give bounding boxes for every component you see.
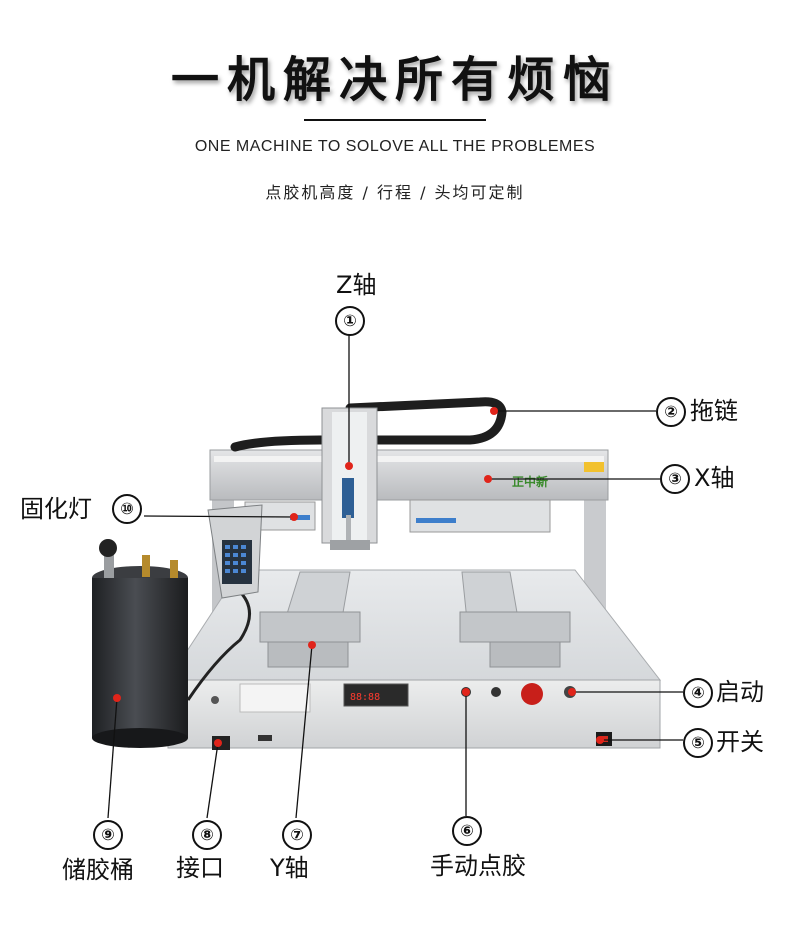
callout-curing-lamp-label: 固化灯	[20, 495, 92, 523]
callout-number-2: ②	[656, 397, 686, 427]
callout-number-7: ⑦	[282, 820, 312, 850]
callout-z-axis-label: Z轴	[336, 271, 377, 299]
page-title: 一机解决所有烦恼	[170, 52, 619, 108]
callout-number-1: ①	[335, 306, 365, 336]
callout-number-6: ⑥	[452, 816, 482, 846]
drag-chain	[230, 397, 507, 452]
gantry-frame: 正中新	[209, 449, 609, 620]
callout-number-5: ⑤	[683, 728, 713, 758]
subtitle-chinese: 点胶机高度 / 行程 / 头均可定制	[265, 183, 525, 202]
glue-tank	[92, 539, 188, 748]
callout-drag-chain-label: 拖链	[690, 397, 738, 425]
callout-number-9: ⑨	[93, 820, 123, 850]
callout-number-4: ④	[683, 678, 713, 708]
callout-switch-label: 开关	[716, 728, 764, 756]
title-underline	[304, 119, 486, 121]
subtitle-english: ONE MACHINE TO SOLOVE ALL THE PROBLEMES	[194, 138, 596, 155]
callout-manual-dispense-label: 手动点胶	[430, 852, 526, 880]
teach-pendant	[207, 504, 263, 599]
front-control-panel: 88:88	[167, 679, 661, 750]
callout-start-label: 启动	[716, 678, 764, 706]
svg-text:88:88: 88:88	[350, 692, 380, 703]
callout-glue-tank-label: 储胶桶	[62, 856, 134, 884]
brand-label: 正中新	[512, 474, 548, 489]
callout-y-axis-label: Y轴	[270, 854, 309, 882]
callout-number-10: ⑩	[112, 494, 142, 524]
callout-interface-label: 接口	[176, 854, 224, 882]
leader-lines	[107, 335, 683, 819]
position-markers	[113, 407, 604, 747]
callout-number-8: ⑧	[192, 820, 222, 850]
callout-number-3: ③	[660, 464, 690, 494]
callout-x-axis-label: X轴	[694, 464, 735, 492]
